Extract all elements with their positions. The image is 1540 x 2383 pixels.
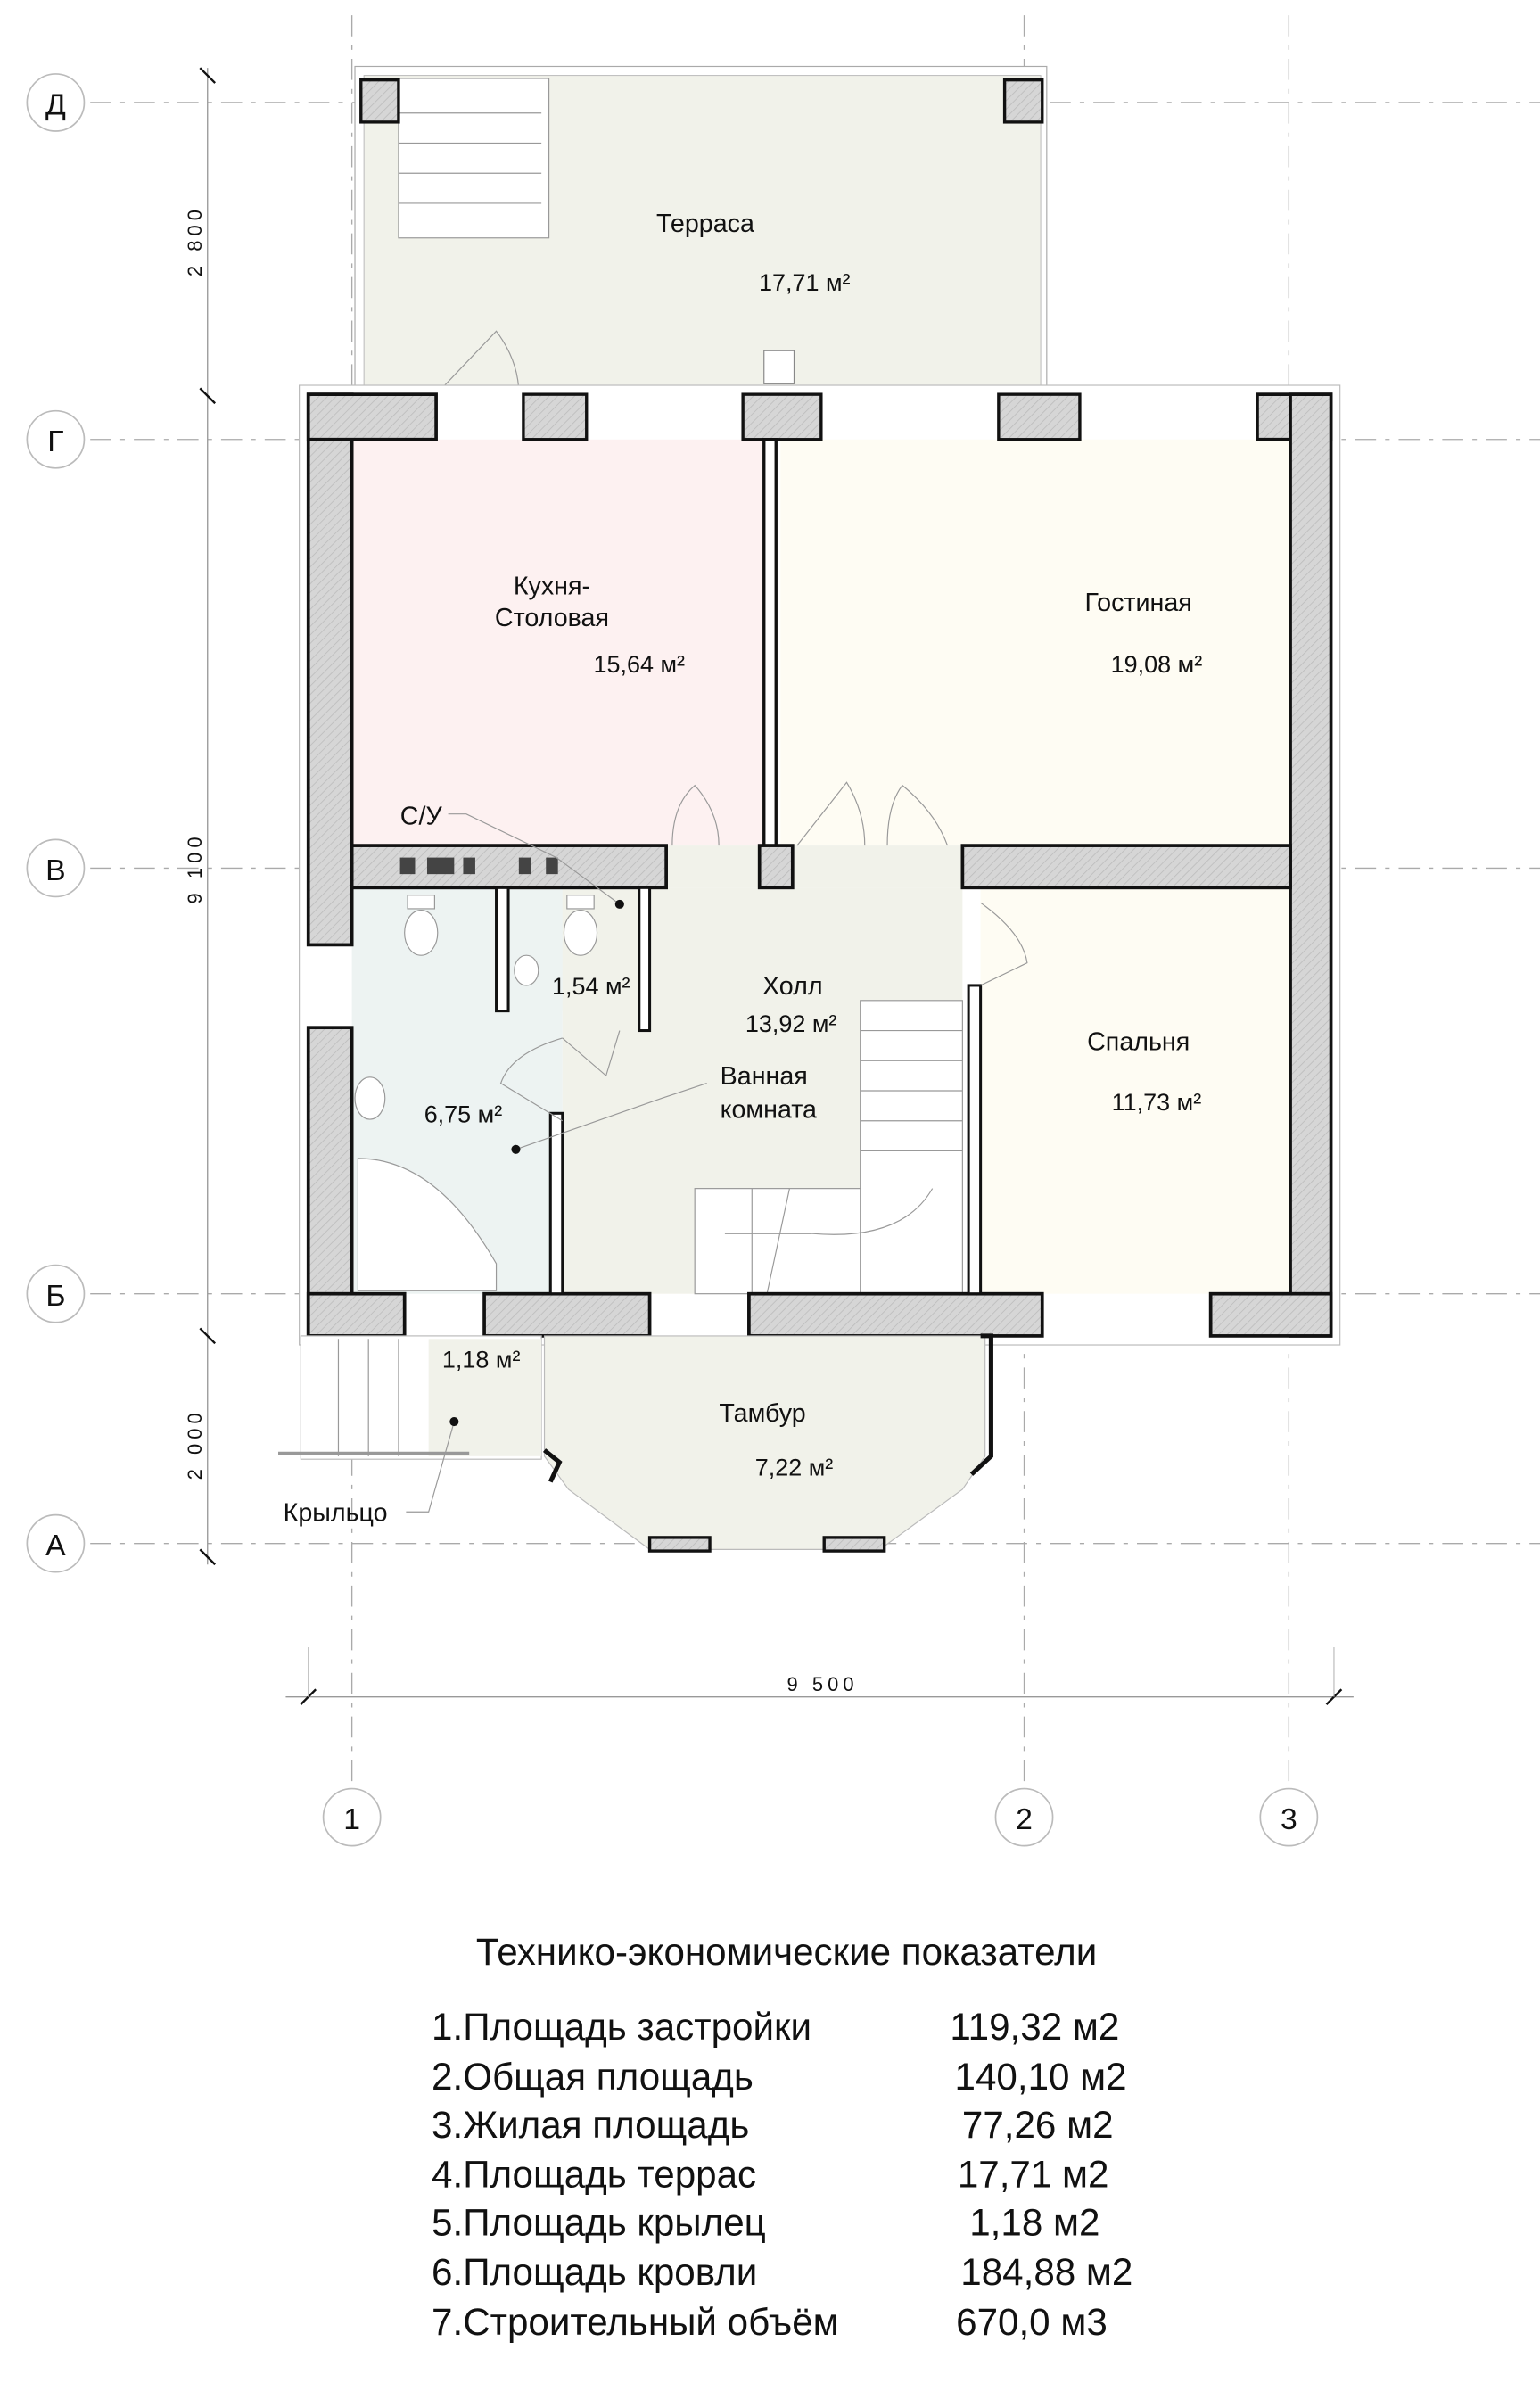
leader-lines: [406, 813, 707, 1513]
room-area: 1,54 м²: [552, 973, 630, 1000]
terrace-stairs: [398, 78, 550, 239]
axis-label: 3: [1281, 1802, 1297, 1836]
indicator-label: 2.Общая площадь: [432, 2056, 754, 2098]
room-kitchen: [351, 439, 768, 846]
room-name: Тамбур: [719, 1399, 805, 1428]
indicator-value: 1,18 м2: [969, 2201, 1099, 2243]
indicator-value: 77,26 м2: [962, 2104, 1114, 2146]
room-living: [780, 439, 1291, 846]
indicator-label: 1.Площадь застройки: [432, 2006, 811, 2048]
indicators-title: Технико-экономические показатели: [476, 1931, 1097, 1973]
terrace: Терраса 17,71 м²: [354, 65, 1048, 399]
room-area: 6,75 м²: [424, 1101, 503, 1127]
room-labels: Кухня- Столовая 15,64 м² Гостиная 19,08 …: [284, 572, 1203, 1527]
indicator-value: 140,10 м2: [955, 2056, 1127, 2098]
indicator-value: 670,0 м3: [956, 2301, 1108, 2343]
sink-icon: [354, 1076, 386, 1120]
porch: [278, 1335, 542, 1460]
room-name: Спальня: [1087, 1027, 1190, 1056]
indicator-label: 6.Площадь кровли: [432, 2251, 757, 2293]
ventilation-ducts: [399, 857, 558, 875]
row-axis-markers: Д Г В Б А: [26, 73, 86, 1573]
bathtub-icon: [357, 1158, 498, 1291]
indicator-label: 7.Строительный объём: [432, 2301, 839, 2343]
axis-label: Б: [45, 1279, 65, 1313]
sink-icon: [514, 954, 539, 986]
column-axis-markers: 1 2 3: [322, 1787, 1319, 1847]
room-area: 7,22 м²: [755, 1455, 834, 1481]
fixtures: [354, 895, 598, 1418]
indicator-value: 17,71 м2: [958, 2153, 1109, 2195]
indicator-value: 119,32 м2: [950, 2006, 1119, 2048]
indicator-value: 184,88 м2: [960, 2251, 1132, 2293]
room-area: 17,71 м²: [759, 269, 851, 296]
vertical-dimension: 2 800 9 100 2 000: [184, 67, 217, 1566]
axis-label: Г: [47, 425, 63, 458]
room-name: Кухня-: [514, 572, 590, 600]
room-area: 15,64 м²: [594, 651, 686, 678]
column: [1002, 78, 1044, 124]
toilet-icon: [404, 910, 439, 956]
room-area: 13,92 м²: [745, 1010, 837, 1037]
room-name: Терраса: [656, 210, 754, 238]
room-name: Холл: [762, 972, 823, 1001]
room-bedroom: [980, 887, 1291, 1294]
indicators-table: Технико-экономические показатели 1.Площа…: [432, 1931, 1132, 2343]
tambour: [542, 1333, 993, 1553]
room-name: Крыльцо: [284, 1498, 388, 1527]
room-name: С/У: [400, 802, 443, 830]
indicator-label: 5.Площадь крылец: [432, 2201, 766, 2243]
staircase: [694, 1000, 963, 1295]
axis-label: Д: [45, 87, 66, 121]
dimension-label: 2 000: [184, 1408, 206, 1480]
room-area: 11,73 м²: [1112, 1089, 1202, 1116]
room-area: 19,08 м²: [1111, 651, 1203, 678]
dimension-label: 2 800: [184, 205, 206, 276]
column: [359, 78, 400, 124]
indicator-label: 3.Жилая площадь: [432, 2104, 749, 2146]
dimension-label: 9 500: [786, 1673, 858, 1695]
indicator-label: 4.Площадь террас: [432, 2153, 756, 2195]
room-name: Гостиная: [1085, 589, 1192, 617]
dimension-label: 9 100: [184, 832, 206, 903]
room-name: Ванная: [721, 1062, 808, 1091]
axis-label: 2: [1016, 1802, 1033, 1836]
axis-label: 1: [343, 1802, 360, 1836]
room-area: 1,18 м²: [442, 1346, 521, 1373]
room-name: Столовая: [495, 604, 609, 632]
horizontal-dimension: 9 500: [285, 1647, 1354, 1705]
axis-label: А: [45, 1529, 66, 1563]
toilet-icon: [563, 910, 598, 956]
room-name: комната: [721, 1095, 817, 1124]
drain-icon: [763, 350, 795, 384]
axis-label: В: [45, 853, 66, 887]
walls: [306, 392, 1333, 1338]
